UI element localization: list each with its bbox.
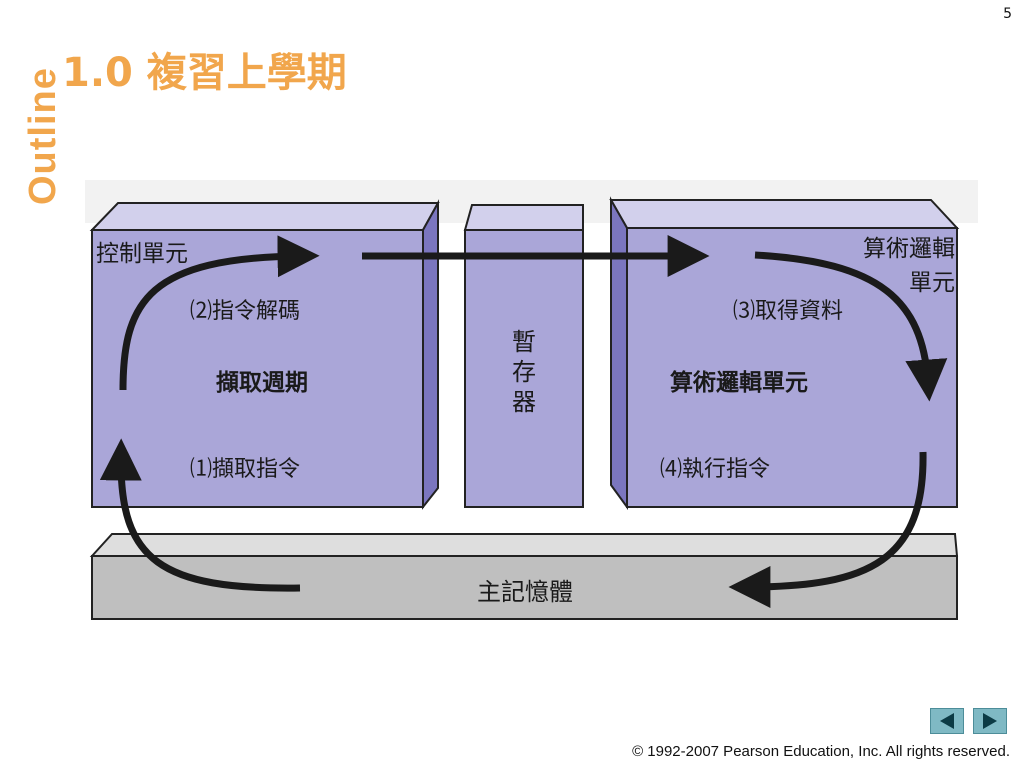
prev-slide-button[interactable] [930,708,964,734]
step-fetch-label: ⑴擷取指令 [190,457,300,482]
step-decode-label: ⑵指令解碼 [190,299,300,324]
arrow-execute [728,451,927,608]
main-memory-label: 主記憶體 [477,578,573,606]
arrow-get-data [754,251,948,402]
register-label: 暫 存 器 [512,328,536,416]
next-slide-button[interactable] [973,708,1007,734]
svg-text:暫: 暫 [512,328,536,356]
alu-label-line1: 算術邏輯 [863,236,955,262]
arrow-fetch [99,438,301,592]
step-get-data-label: ⑶取得資料 [733,299,843,324]
control-unit-box [89,199,440,510]
control-unit-label: 控制單元 [96,241,188,267]
copyright-notice: © 1992-2007 Pearson Education, Inc. All … [632,743,1010,760]
slide-title: 1.0 複習上學期 [62,50,347,96]
register-box [463,204,584,508]
arrow-decode [119,235,320,391]
fetch-cycle-label: 擷取週期 [216,370,308,396]
alu-label-line2: 單元 [909,270,955,296]
step-execute-label: ⑷執行指令 [660,457,770,482]
triangle-right-icon [983,713,997,729]
triangle-left-icon [940,713,954,729]
cycle-arrows [99,235,948,608]
main-memory-bar [89,533,959,620]
alu-center-label: 算術邏輯單元 [670,369,808,396]
page-number: 5 [1003,6,1012,22]
svg-text:存: 存 [512,358,536,386]
svg-text:器: 器 [512,388,536,416]
